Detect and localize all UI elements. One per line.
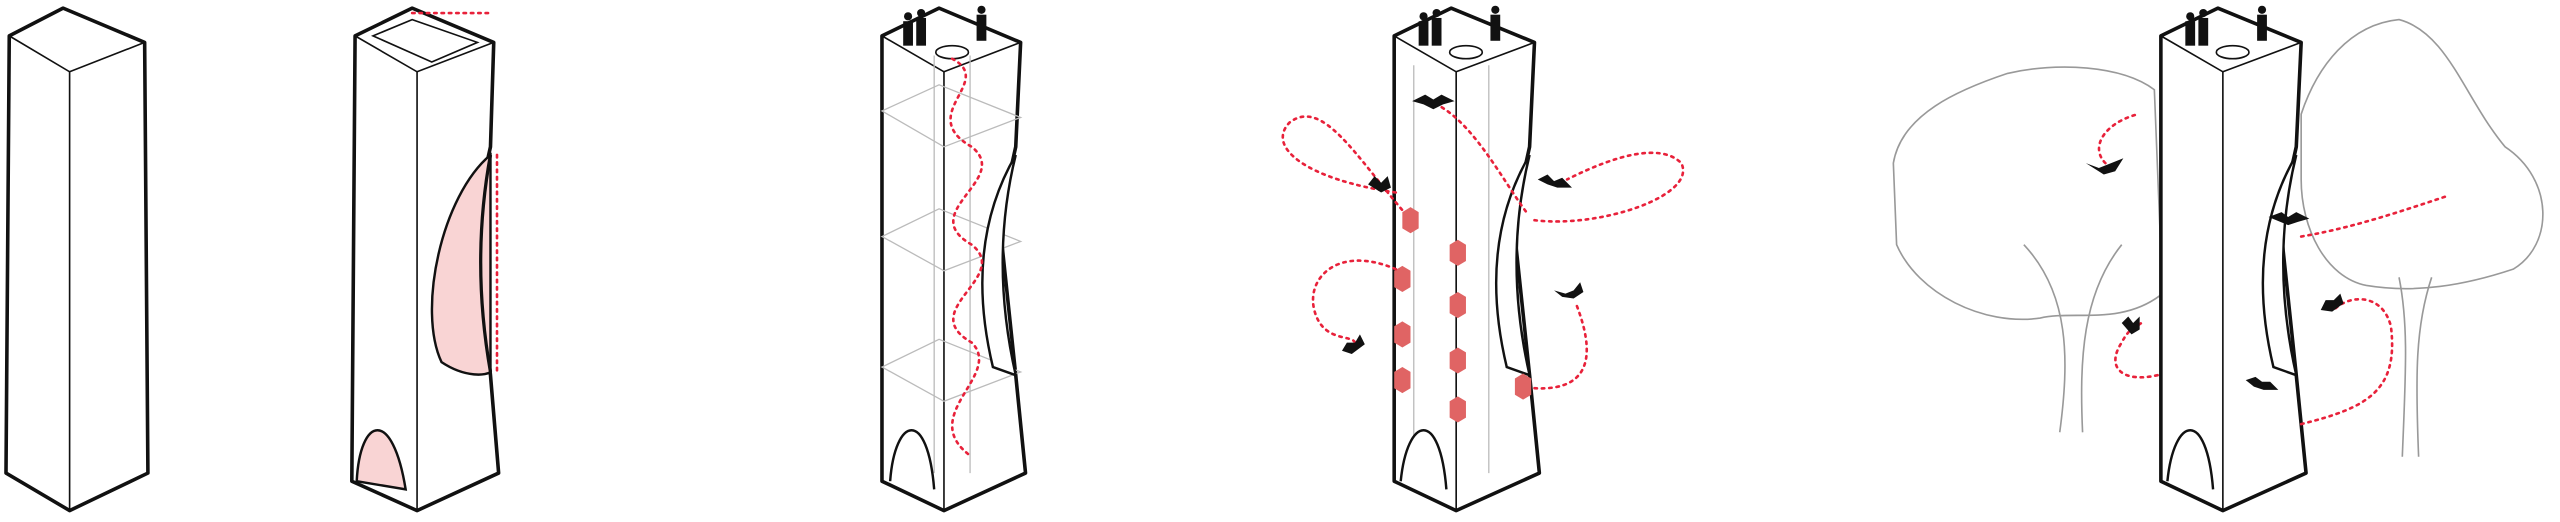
tower-stage-2-carved — [350, 6, 501, 513]
roost-boxes — [1394, 207, 1532, 423]
tower-stage-5-in-context — [1892, 5, 2544, 513]
people-silhouettes-icon — [2185, 5, 2267, 46]
bat-silhouettes-icon — [1341, 94, 1584, 354]
tree-right — [2300, 18, 2544, 457]
tree-left — [1892, 66, 2164, 433]
tower-stage-4-bat-roosts — [1281, 5, 1685, 513]
entrance-arch-highlight — [355, 429, 408, 491]
tower-stage-1-plain-block — [4, 6, 150, 513]
bat-silhouettes-icon — [2085, 158, 2344, 390]
people-silhouettes-icon — [1418, 5, 1501, 46]
tower-stage-3-interior — [880, 5, 1028, 513]
side-carve-highlight — [430, 152, 492, 376]
people-silhouettes-icon — [903, 5, 987, 46]
